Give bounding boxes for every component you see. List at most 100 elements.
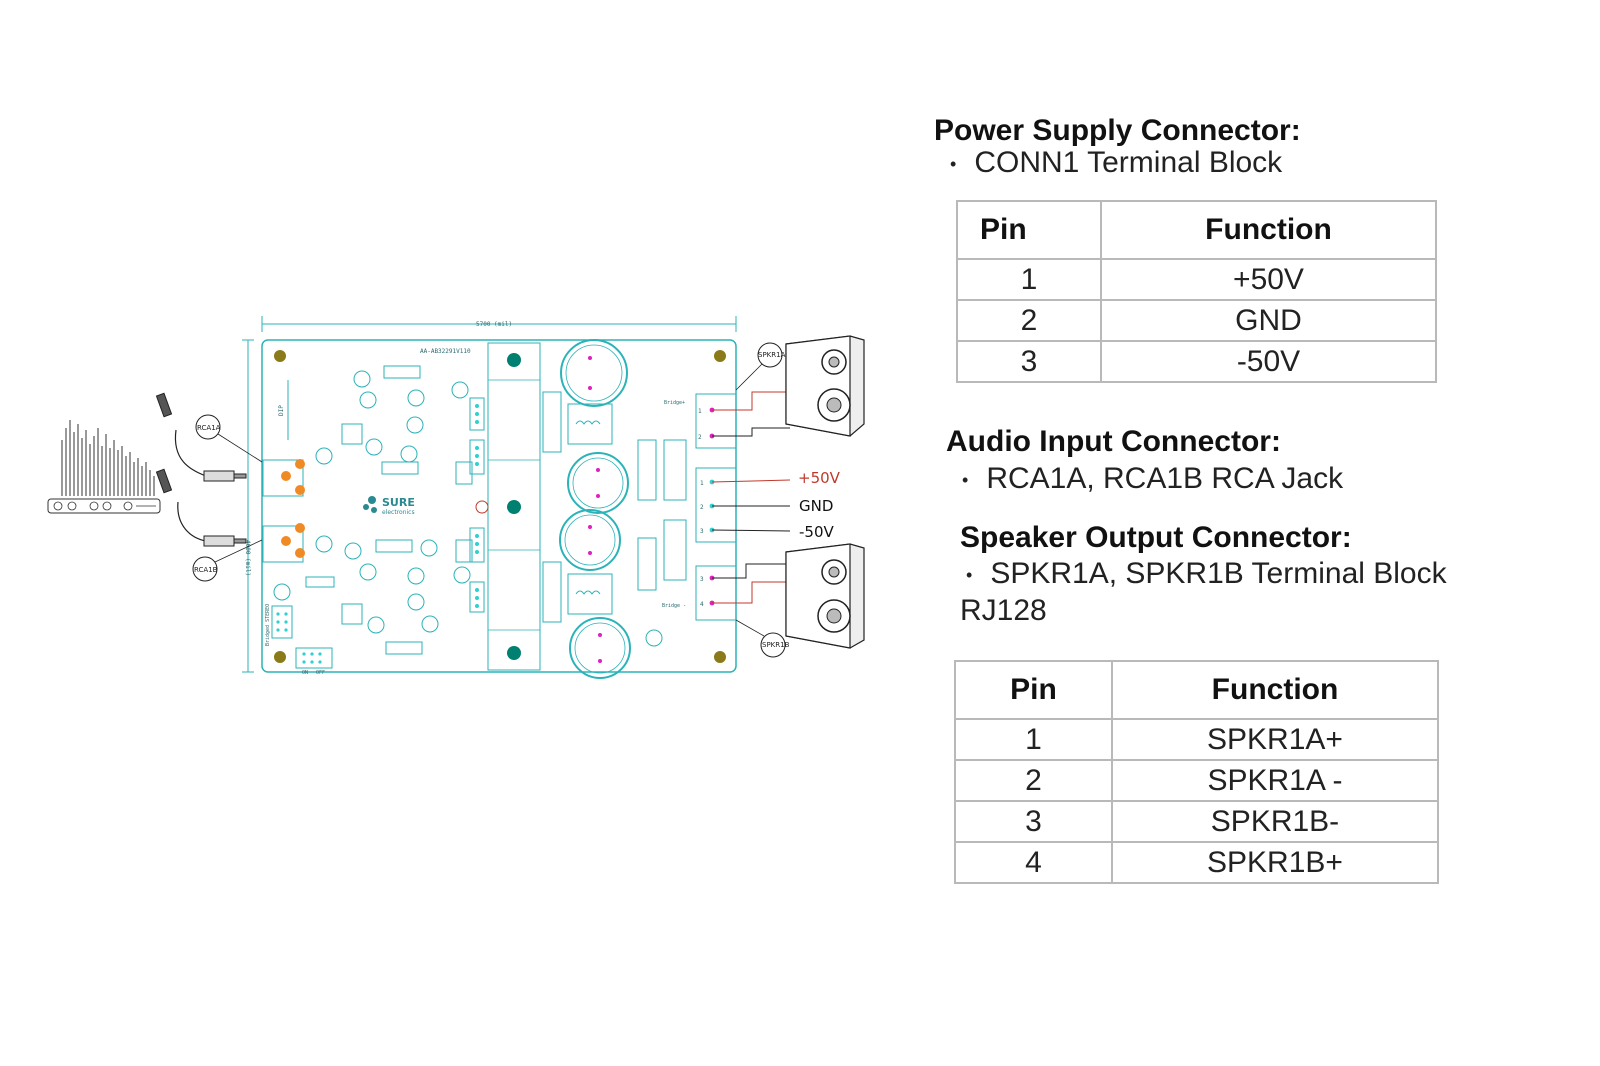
mounting-hole <box>714 651 726 663</box>
audio-bullet-text: RCA1A, RCA1B RCA Jack <box>986 462 1344 495</box>
svg-text:electronics: electronics <box>382 509 415 516</box>
table-row: 2 GND <box>956 299 1437 342</box>
jumper-label: Bridged STEREO <box>265 604 271 646</box>
small-components <box>273 365 687 655</box>
callout-spkr1b: SPKR1B <box>735 619 790 658</box>
bridge-minus-label: Bridge - <box>662 603 686 609</box>
speaker-icon-b <box>785 543 865 649</box>
bullet-icon: • <box>950 153 957 174</box>
svg-text:SPKR1B: SPKR1B <box>762 641 790 649</box>
table-row: 3 -50V <box>956 340 1437 383</box>
capacitor-cp6b <box>569 617 631 679</box>
table-row: 1 +50V <box>956 258 1437 301</box>
power-gnd-label: GND <box>799 497 833 515</box>
callout-spkr1a: SPKR1A <box>735 342 786 391</box>
table-header-pin: Pin <box>954 660 1113 720</box>
speaker-bullet: • SPKR1A, SPKR1B Terminal Block <box>966 557 1447 591</box>
table-header-function: Function <box>1100 200 1437 260</box>
power-bullet: • CONN1 Terminal Block <box>950 146 1282 180</box>
mounting-hole <box>274 350 286 362</box>
width-dimension: 5700 (mil) <box>261 316 737 332</box>
callout-rca1b: RCA1B <box>192 539 263 582</box>
terminal-conn1: 1 2 3 <box>695 467 737 543</box>
function-cell: SPKR1B+ <box>1111 841 1439 884</box>
speaker-pin-table: Pin Function 1 SPKR1A+ 2 SPKR1A - 3 SPKR… <box>954 660 1439 884</box>
mounting-hole <box>714 350 726 362</box>
fet-connectors <box>469 397 489 613</box>
svg-text:RCA1A: RCA1A <box>197 424 221 432</box>
pin-cell: 3 <box>956 340 1102 383</box>
rca-jack-rca1b <box>262 523 305 563</box>
pin-cell: 2 <box>954 759 1113 802</box>
function-cell: +50V <box>1100 258 1437 301</box>
heatsink-screw <box>507 353 521 367</box>
svg-text:SPKR1A: SPKR1A <box>758 351 786 359</box>
speaker-bullet-text: SPKR1A, SPKR1B Terminal Block <box>990 557 1447 590</box>
svg-text:RCA1B: RCA1B <box>194 566 218 574</box>
audio-bullet: • RCA1A, RCA1B RCA Jack <box>962 462 1343 496</box>
svg-text:2: 2 <box>700 504 704 511</box>
bridge-plus-label: Bridge+ <box>664 400 685 406</box>
pin-cell: 2 <box>956 299 1102 342</box>
svg-text:2: 2 <box>698 434 702 441</box>
table-row: 2 SPKR1A - <box>954 759 1439 802</box>
audio-cables <box>174 429 207 542</box>
function-cell: SPKR1B- <box>1111 800 1439 843</box>
function-cell: GND <box>1100 299 1437 342</box>
heatsink-screw <box>507 500 521 514</box>
inductor-l1a <box>567 403 613 445</box>
svg-text:3: 3 <box>700 576 704 583</box>
table-row: 4 SPKR1B+ <box>954 841 1439 884</box>
function-cell: SPKR1A+ <box>1111 718 1439 761</box>
power-minus-label: -50V <box>799 523 834 541</box>
mounting-hole <box>274 651 286 663</box>
power-section-title: Power Supply Connector: <box>934 114 1301 147</box>
switch-off-label: OFF <box>316 670 325 676</box>
table-header-pin: Pin <box>956 200 1102 260</box>
table-row: 1 SPKR1A+ <box>954 718 1439 761</box>
audio-source-icon <box>47 420 161 514</box>
pin-cell: 4 <box>954 841 1113 884</box>
capacitor-cp7a <box>560 339 628 407</box>
speaker-wires <box>712 391 790 604</box>
table-row: 3 SPKR1B- <box>954 800 1439 843</box>
svg-text:3: 3 <box>700 528 704 535</box>
pcb-board <box>261 339 737 673</box>
pin-cell: 1 <box>954 718 1113 761</box>
width-dimension-label: 5700 (mil) <box>476 321 512 328</box>
capacitor-cp6a <box>567 452 629 514</box>
bullet-icon: • <box>966 564 973 585</box>
height-dimension-label: 4000 (mil) <box>244 540 251 576</box>
rca-plug-icon <box>155 392 247 547</box>
inductor-l1b <box>567 573 613 615</box>
rca-jack-rca1a <box>262 459 305 497</box>
bridged-stereo-jumper: Bridged STEREO <box>265 604 293 646</box>
sure-electronics-logo: SURE electronics <box>363 496 415 516</box>
dip-label: DIP <box>278 405 285 416</box>
amplifier-wiring-diagram: 5700 (mil) 4000 (mil) AA-AB32291V110 DIP <box>47 316 865 679</box>
svg-text:1: 1 <box>700 480 704 487</box>
speaker-icon-a <box>785 335 865 437</box>
heatsink-screw <box>507 646 521 660</box>
svg-text:4: 4 <box>700 601 704 608</box>
table-header-function: Function <box>1111 660 1439 720</box>
pin-cell: 3 <box>954 800 1113 843</box>
power-plus-label: +50V <box>798 469 841 487</box>
speaker-bullet-continuation: RJ128 <box>960 594 1047 627</box>
height-dimension: 4000 (mil) <box>242 339 254 673</box>
svg-text:1: 1 <box>698 408 702 415</box>
pin-cell: 1 <box>956 258 1102 301</box>
power-switch: ON OFF <box>295 647 333 676</box>
speaker-section-title: Speaker Output Connector: <box>960 521 1352 554</box>
switch-on-label: ON <box>302 670 308 676</box>
bullet-icon: • <box>962 469 969 490</box>
power-wires <box>711 479 791 532</box>
power-pin-table: Pin Function 1 +50V 2 GND 3 -50V <box>956 200 1437 383</box>
capacitor-cp7b <box>559 509 621 571</box>
audio-section-title: Audio Input Connector: <box>946 425 1281 458</box>
board-part-number: AA-AB32291V110 <box>420 348 471 355</box>
svg-text:SURE: SURE <box>382 496 415 509</box>
power-bullet-text: CONN1 Terminal Block <box>974 146 1283 179</box>
function-cell: SPKR1A - <box>1111 759 1439 802</box>
callout-rca1a: RCA1A <box>195 414 263 463</box>
